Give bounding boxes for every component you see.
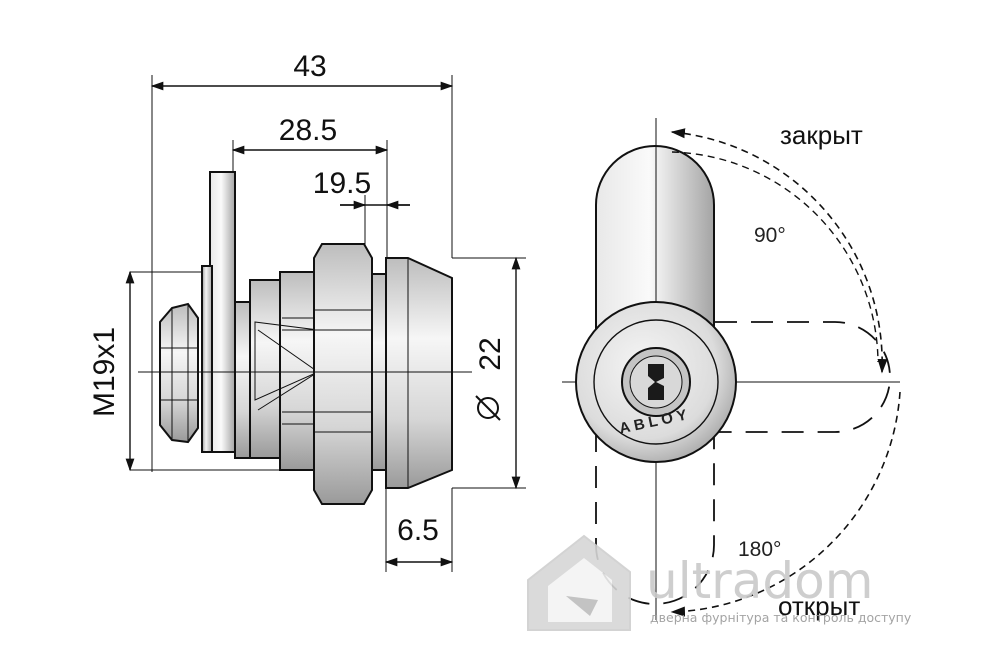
closed-label: закрыт — [780, 120, 863, 150]
front-bezel — [385, 257, 453, 489]
dim-22-label: 22 — [474, 337, 507, 370]
house-logo-icon — [527, 534, 631, 631]
keyhole — [648, 364, 664, 400]
angle-90-label: 90° — [754, 224, 786, 247]
diameter-symbol — [475, 395, 501, 421]
angle-180-label: 180° — [738, 538, 781, 561]
open-label: открыт — [778, 591, 860, 621]
mounting-nut — [313, 243, 373, 505]
watermark: ultradom дверна фурнітура та контроль до… — [527, 534, 912, 631]
watermark-tagline: дверна фурнітура та контроль доступу — [650, 610, 912, 625]
dim-28-5-label: 28.5 — [279, 114, 337, 147]
cam-open-90 — [715, 321, 891, 433]
washer — [201, 265, 213, 453]
dim-43-label: 43 — [293, 50, 326, 83]
watermark-logo-text: ultradom — [646, 552, 873, 610]
front-view: ABLOY закрыт 90° 180° открыт — [562, 118, 901, 621]
back-nut — [159, 302, 199, 444]
arc-90-to-180 — [670, 391, 901, 617]
cam-lever — [209, 171, 236, 453]
dim-19-5-label: 19.5 — [313, 167, 371, 200]
side-view: 43 28.5 19.5 6.5 M19x1 22 — [88, 50, 526, 572]
dim-6-5-label: 6.5 — [397, 514, 439, 547]
arc-closed-to-90 — [670, 128, 888, 374]
thread-label: M19x1 — [88, 327, 121, 417]
